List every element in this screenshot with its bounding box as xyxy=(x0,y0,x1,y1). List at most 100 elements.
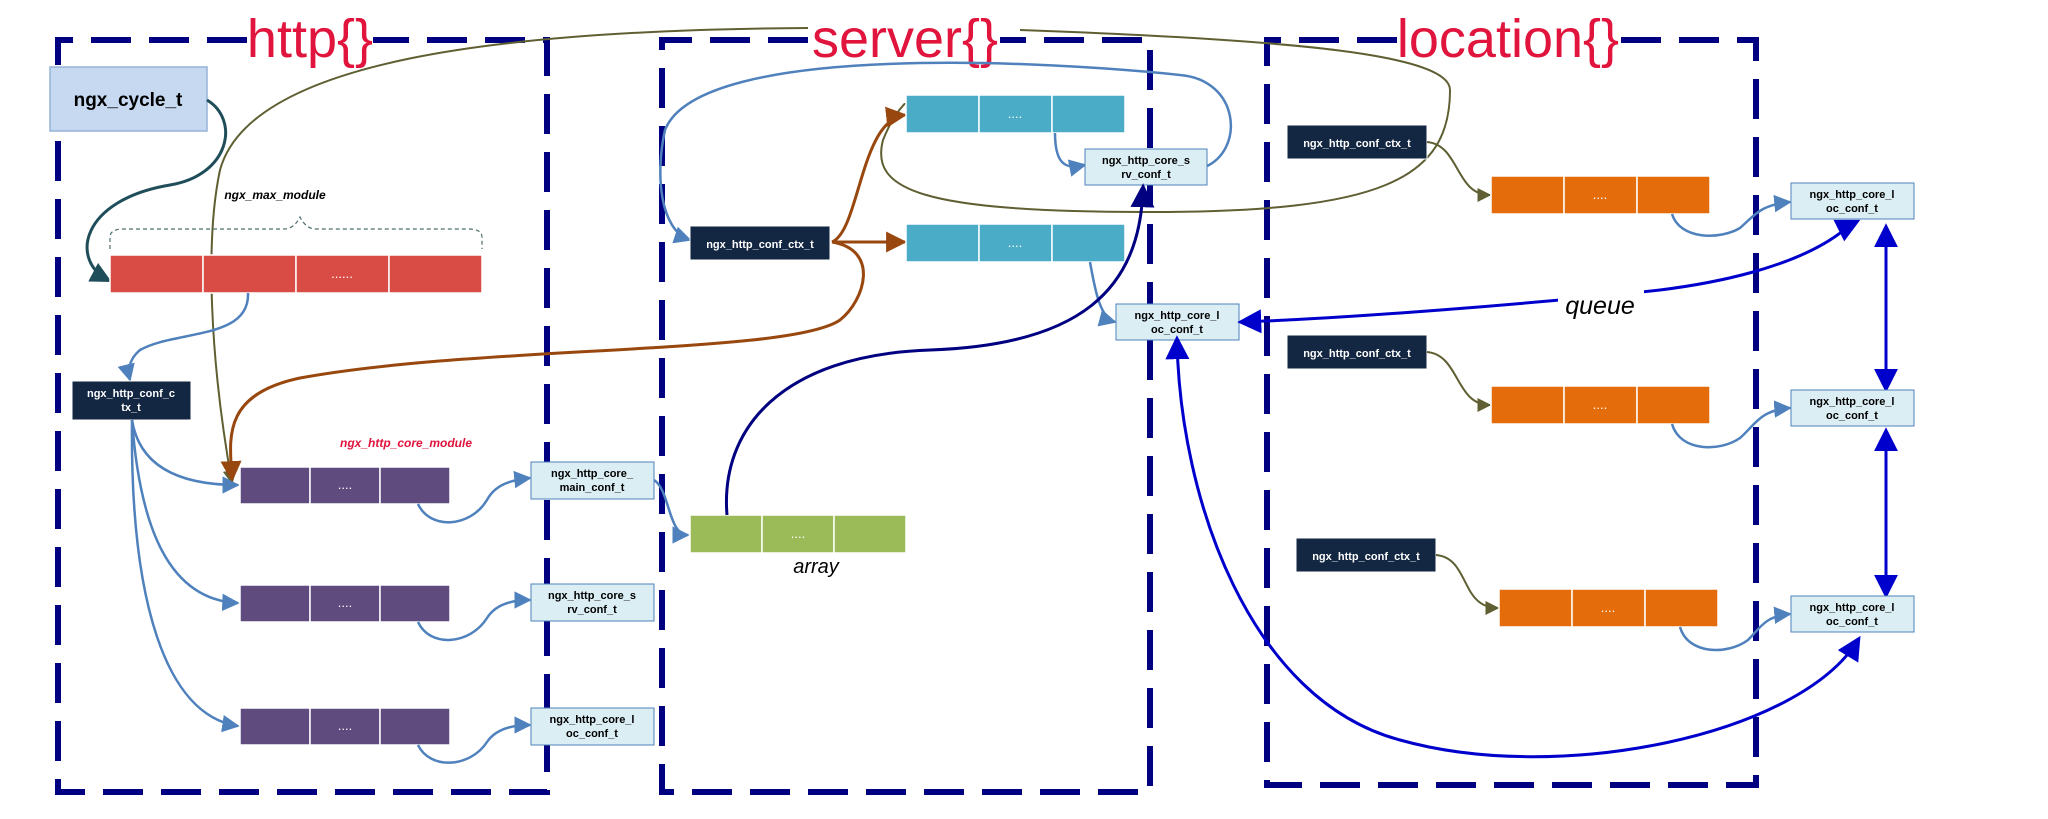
http-srv-conf-box xyxy=(530,583,655,622)
http-loc-conf-label-line2: oc_conf_t xyxy=(566,728,618,740)
server-section-title: server{} xyxy=(812,9,998,69)
loc-array-to-loc-conf-arrow xyxy=(416,716,532,764)
location-loc-conf-label-1-line1: ngx_http_core_l xyxy=(1810,189,1895,201)
location-conf-array-1: .... xyxy=(1490,175,1711,215)
modules-ctx-array: ...... xyxy=(109,254,483,294)
array-cell xyxy=(295,254,390,294)
ngx-http-core-module-label: ngx_http_core_module xyxy=(340,436,472,450)
http-loc-conf-box xyxy=(530,707,655,746)
array-cell xyxy=(202,254,297,294)
server-section-border xyxy=(659,37,1153,795)
location-array-to-loc-conf-arrow-3 xyxy=(1678,606,1792,652)
array-cell xyxy=(1051,94,1126,134)
olive-ctx-link-curve xyxy=(210,27,809,485)
location-conf-ctx-label-2: ngx_http_conf_ctx_t xyxy=(1303,348,1411,360)
ctx-to-loc-conf-arrow xyxy=(130,419,240,733)
array-cell xyxy=(1636,175,1711,215)
array-ellipsis: .... xyxy=(1593,187,1607,202)
array-cell xyxy=(1051,223,1126,263)
brown-ctx-back-arrow xyxy=(220,240,865,483)
http-section-border xyxy=(55,37,550,795)
array-cell xyxy=(761,514,835,554)
server-core-loc-conf-label-line2: oc_conf_t xyxy=(1151,324,1203,336)
location-conf-ctx-label-1: ngx_http_conf_ctx_t xyxy=(1303,138,1411,150)
array-cell xyxy=(1636,385,1711,425)
array-cell xyxy=(379,584,451,623)
ngx-max-module-brace xyxy=(109,215,483,249)
server-array-to-loc-conf-arrow xyxy=(1088,261,1117,327)
servers-array-to-srv-conf-arrow xyxy=(724,183,1155,516)
http-srv-conf-label-line1: ngx_http_core_s xyxy=(548,590,636,602)
location-loc-conf-label-1-line2: oc_conf_t xyxy=(1826,203,1878,215)
location-conf-ctx-box-2 xyxy=(1286,334,1428,370)
steel-top-loop-arrow xyxy=(659,61,1233,244)
location-conf-ctx-box-1 xyxy=(1286,124,1428,160)
location-loc-conf-box-3 xyxy=(1790,595,1915,633)
location-section-title: location{} xyxy=(1397,9,1619,69)
location-conf-ctx-box-3 xyxy=(1295,537,1437,573)
queue-arrow-to-loc-list xyxy=(1833,219,1861,242)
array-cell xyxy=(309,466,381,505)
core-main-conf-label-line1: ngx_http_core_ xyxy=(551,468,634,480)
http-section xyxy=(55,37,550,795)
server-srv-conf-array: .... xyxy=(905,223,1126,263)
ngx-cycle-label: ngx_cycle_t xyxy=(74,90,183,111)
brown-ctx-to-main-arrow xyxy=(831,106,908,244)
array-cell xyxy=(905,223,980,263)
server-core-loc-conf-box xyxy=(1115,303,1240,341)
location-loc-conf-label-3-line2: oc_conf_t xyxy=(1826,616,1878,628)
array-ellipsis: ...... xyxy=(331,266,353,281)
array-ellipsis: .... xyxy=(338,595,352,610)
array-cell xyxy=(239,584,311,623)
array-cell xyxy=(689,514,763,554)
main-conf-array: .... xyxy=(239,466,451,505)
core-main-conf-box xyxy=(530,461,655,500)
array-ellipsis: .... xyxy=(1601,600,1615,615)
array-cell xyxy=(1490,175,1565,215)
location-loc-conf-label-3-line1: ngx_http_core_l xyxy=(1810,602,1895,614)
servers-array: .... xyxy=(689,514,907,554)
array-ellipsis: .... xyxy=(1008,106,1022,121)
array-ellipsis: .... xyxy=(791,526,805,541)
cycle-to-modules-arrow xyxy=(85,98,228,282)
http-conf-ctx-label-line1: ngx_http_conf_c xyxy=(87,388,175,400)
ctx-to-main-conf-arrow xyxy=(130,419,240,494)
loc-conf-array: .... xyxy=(239,707,451,746)
array-cell xyxy=(309,584,381,623)
srv-array-to-srv-conf-arrow xyxy=(416,591,532,642)
location-section-border xyxy=(1264,37,1759,788)
http-srv-conf-label-line2: rv_conf_t xyxy=(567,604,617,616)
array-cell xyxy=(1498,588,1573,628)
main-conf-to-servers-array-arrow xyxy=(653,478,690,544)
queue-bottom-loop-arrow xyxy=(1165,335,1861,759)
location-loc-conf-box-1 xyxy=(1790,182,1915,220)
location-array-to-loc-conf-arrow-1 xyxy=(1670,194,1792,237)
array-label: array xyxy=(793,556,840,578)
ctx-to-srv-conf-arrow xyxy=(130,419,240,612)
array-cell xyxy=(379,707,451,746)
ngx-cycle-box xyxy=(49,66,208,132)
server-array-to-srv-conf-arrow xyxy=(1053,132,1087,177)
location-array-to-loc-conf-arrow-2 xyxy=(1670,400,1792,449)
array-ellipsis: .... xyxy=(338,718,352,733)
main-array-to-main-conf-arrow xyxy=(416,470,532,524)
server-core-srv-conf-label-line1: ngx_http_core_s xyxy=(1102,155,1190,167)
core-main-conf-label-line2: main_conf_t xyxy=(560,482,625,494)
location-conf-array-2: .... xyxy=(1490,385,1711,425)
server-section xyxy=(659,37,1153,795)
http-conf-ctx-box xyxy=(71,380,192,421)
location-loc-conf-label-2-line1: ngx_http_core_l xyxy=(1810,396,1895,408)
array-cell xyxy=(1644,588,1719,628)
location-conf-ctx-label-3: ngx_http_conf_ctx_t xyxy=(1312,551,1420,563)
queue-label-bg xyxy=(1558,290,1644,320)
location-loc-conf-label-2-line2: oc_conf_t xyxy=(1826,410,1878,422)
array-cell xyxy=(1571,588,1646,628)
array-cell xyxy=(239,707,311,746)
location-ctx-to-array-arrow-2 xyxy=(1426,351,1492,412)
array-ellipsis: .... xyxy=(1593,397,1607,412)
queue-label: queue xyxy=(1565,292,1635,320)
srv-conf-array: .... xyxy=(239,584,451,623)
olive-server-loop-curve xyxy=(880,29,1452,214)
array-cell xyxy=(1490,385,1565,425)
array-cell xyxy=(239,466,311,505)
